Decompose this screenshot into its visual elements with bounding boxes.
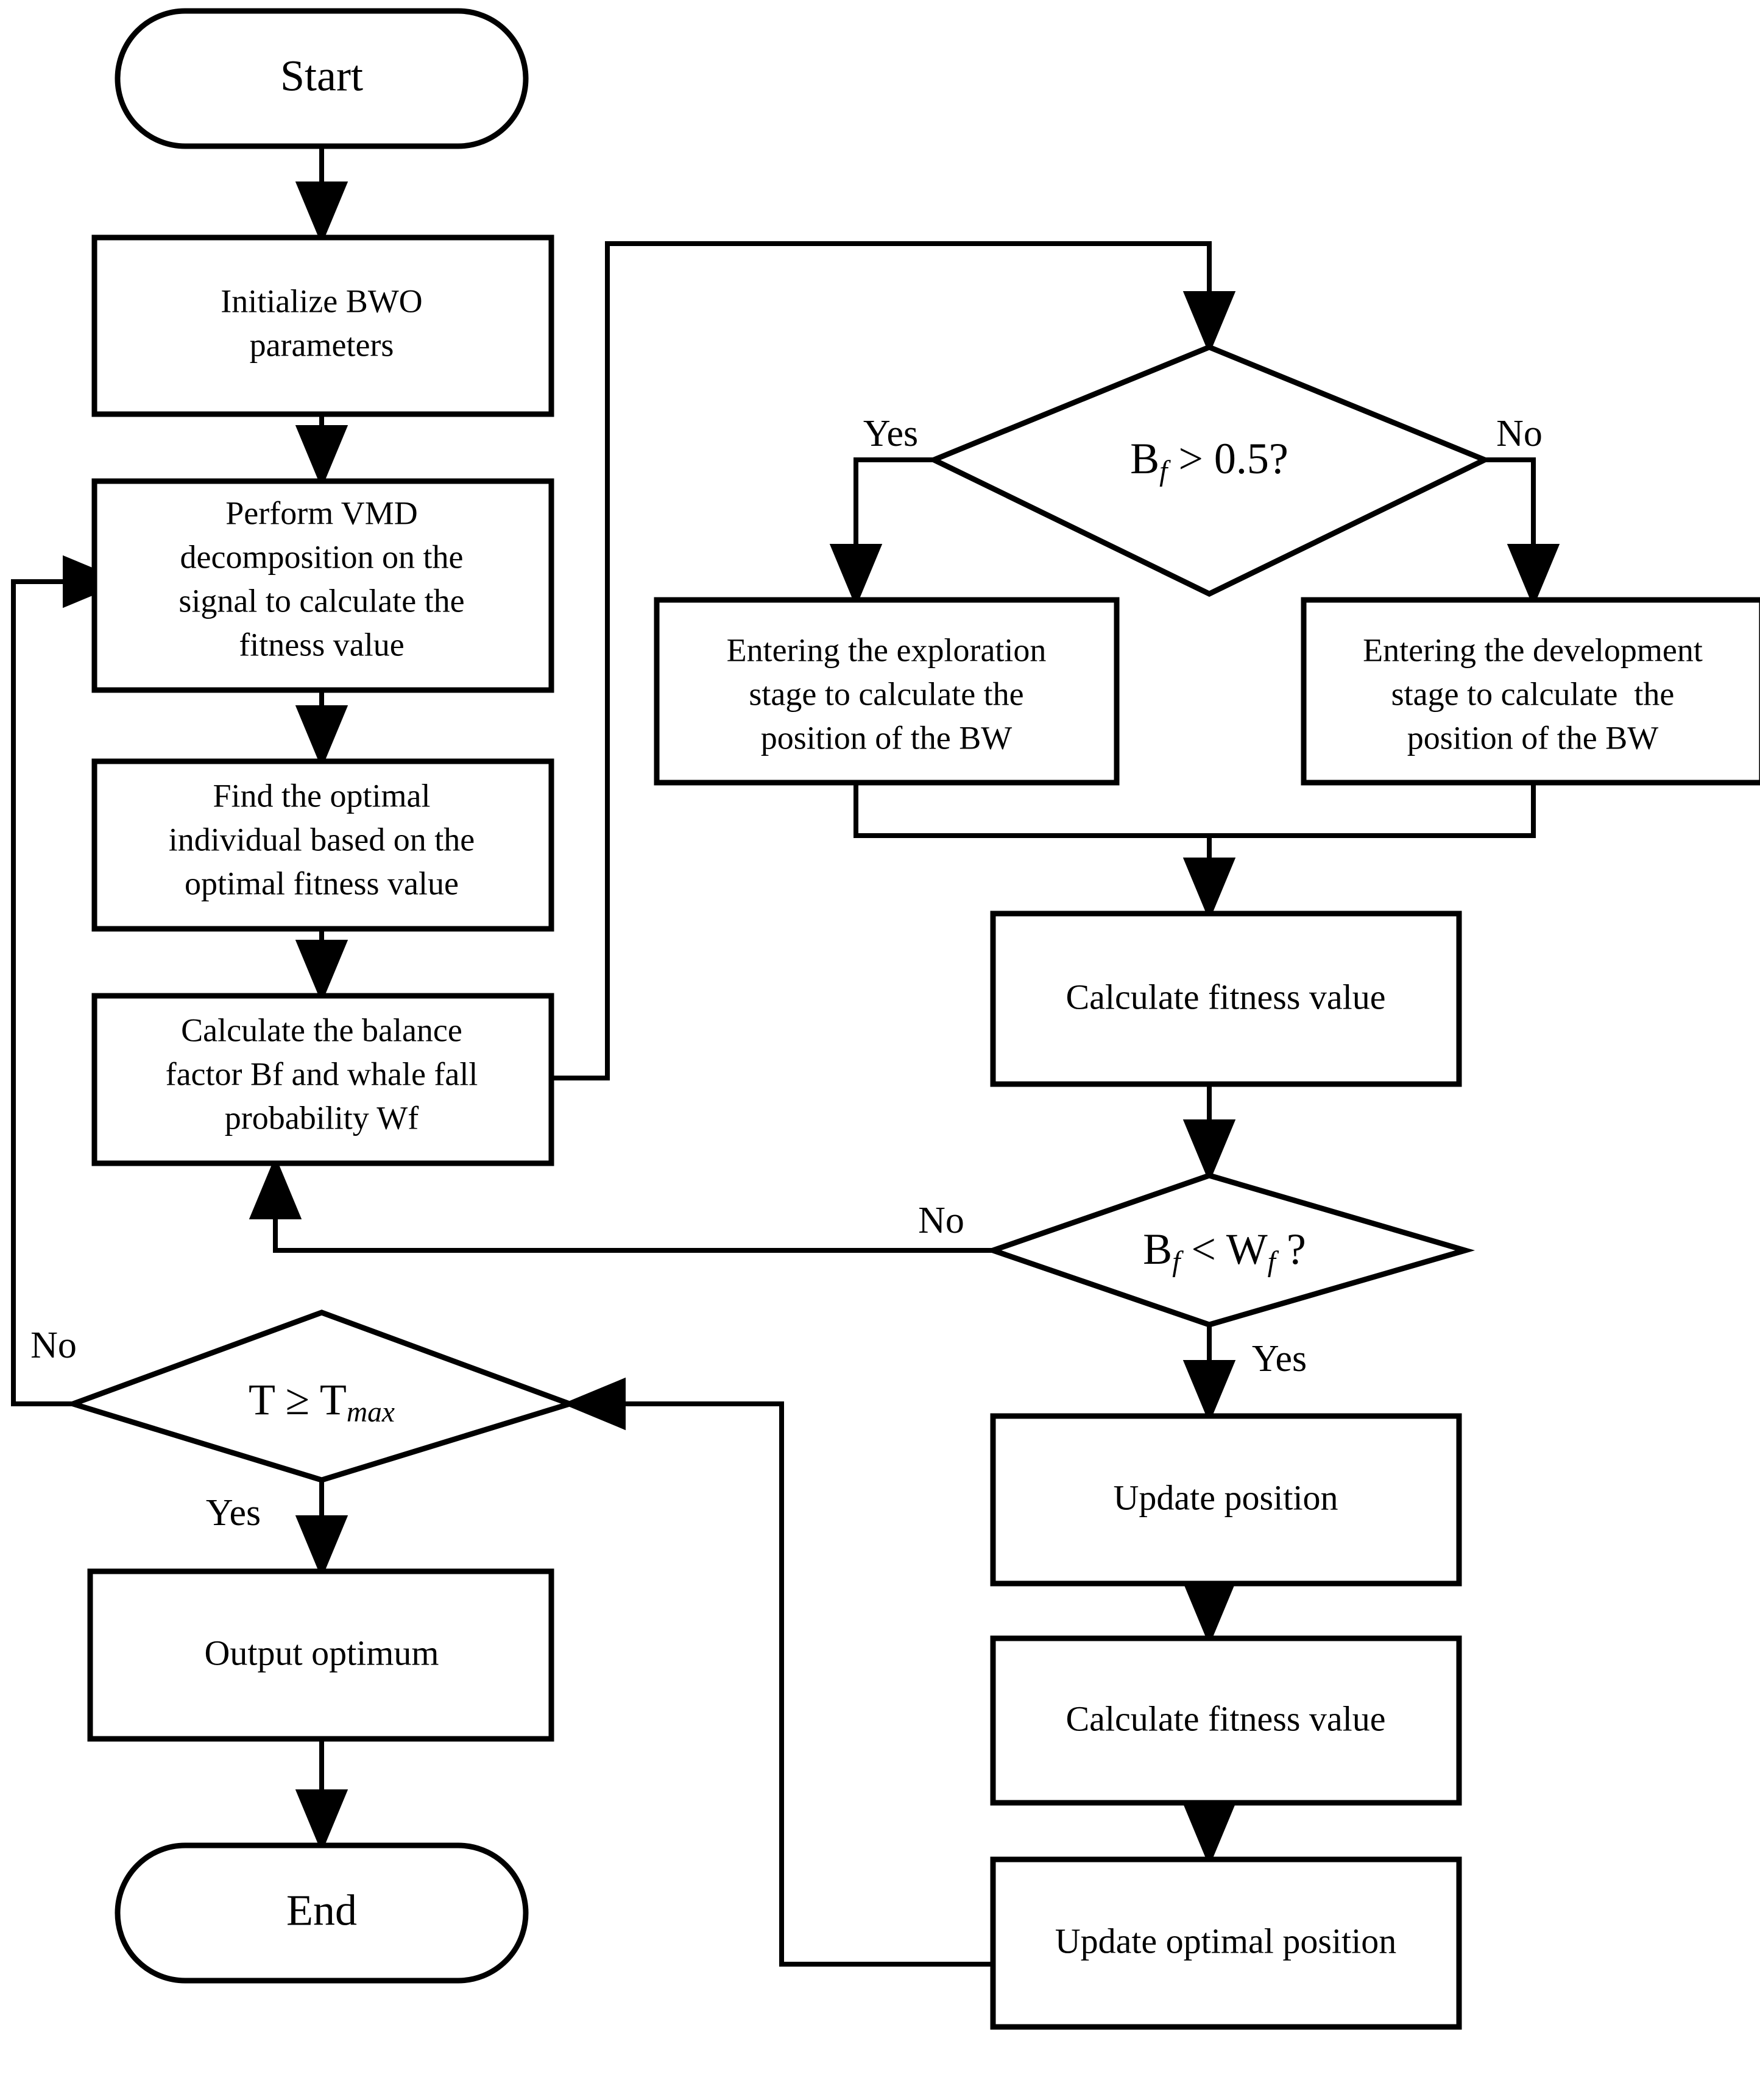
development-shape: [1301, 597, 1760, 786]
decision-tmax-shape: [64, 1309, 579, 1483]
decision-tmax-label: T ≥ Tmax: [249, 1375, 395, 1428]
node-calculate-fitness-value-2[interactable]: Calculate fitness value: [990, 1635, 1462, 1806]
start-label: Start: [280, 52, 363, 100]
development-label-line1: Entering the development: [1363, 632, 1703, 668]
vmd-label-line2: decomposition on the: [180, 538, 464, 575]
development-label-line3: position of the BW: [1407, 719, 1658, 756]
node-output-optimum[interactable]: Output optimum: [87, 1568, 554, 1742]
updateopt-label: Update optimal position: [1055, 1921, 1397, 1961]
edge-label-bfwf-yes: Yes: [1252, 1338, 1307, 1379]
edge-label-bf-no: No: [1496, 413, 1543, 454]
node-decision-t-geq-tmax[interactable]: T ≥ Tmax: [64, 1309, 579, 1483]
exploration-label-line2: stage to calculate the: [749, 675, 1023, 712]
decision-bfwf-label: Bf < Wf ?: [1143, 1225, 1306, 1278]
updatepos-shape: [990, 1413, 1462, 1587]
edge-updateopt-decision-tmax: [562, 1377, 993, 1967]
node-calculate-fitness-value-1[interactable]: Calculate fitness value: [990, 911, 1462, 1087]
updateopt-shape: [990, 1856, 1462, 2030]
output-shape: [87, 1568, 554, 1742]
connectors: [11, 146, 1560, 1967]
decision-bf-shape: [927, 344, 1492, 597]
updatepos-label: Update position: [1114, 1478, 1338, 1517]
findopt-label-line2: individual based on the: [169, 821, 475, 858]
edge-label-bfwf-no: No: [918, 1200, 964, 1241]
development-label-line2: stage to calculate the: [1391, 675, 1675, 712]
end-shape: [115, 1842, 529, 1984]
edge-exploration-merge: [853, 783, 1209, 838]
edge-label-tmax-no: No: [30, 1325, 77, 1366]
vmd-label-line4: fitness value: [239, 626, 404, 663]
node-decision-bf-less-wf[interactable]: Bf < Wf ?: [984, 1172, 1476, 1328]
balance-shape: [91, 993, 554, 1166]
edge-development-merge: [1209, 783, 1536, 838]
balance-label-line3: probability Wf: [225, 1099, 419, 1136]
decision-bfwf-shape: [984, 1172, 1476, 1328]
findopt-shape: [91, 758, 554, 932]
calcfit1-label: Calculate fitness value: [1066, 977, 1385, 1017]
start-shape: [115, 8, 529, 149]
exploration-label-line3: position of the BW: [761, 719, 1012, 756]
balance-label-line2: factor Bf and whale fall: [166, 1055, 478, 1092]
init-shape: [91, 234, 554, 417]
node-entering-exploration-stage[interactable]: Entering the exploration stage to calcul…: [654, 597, 1120, 786]
node-update-optimal-position[interactable]: Update optimal position: [990, 1856, 1462, 2030]
exploration-label-line1: Entering the exploration: [727, 632, 1047, 668]
balance-label-line1: Calculate the balance: [181, 1012, 462, 1048]
node-find-optimal-individual[interactable]: Find the optimal individual based on the…: [91, 758, 554, 932]
edge-balance-decision-bf: [553, 241, 1236, 1080]
edge-label-bf-yes: Yes: [863, 413, 918, 454]
node-initialize-bwo-parameters[interactable]: Initialize BWO parameters: [91, 234, 554, 417]
findopt-label-line1: Find the optimal: [213, 777, 431, 814]
node-decision-bf-greater-half[interactable]: Bf > 0.5?: [927, 344, 1492, 597]
output-label: Output optimum: [204, 1633, 439, 1672]
calcfit2-label: Calculate fitness value: [1066, 1699, 1385, 1738]
init-label-line1: Initialize BWO: [221, 283, 422, 319]
exploration-shape: [654, 597, 1120, 786]
edge-decision-bf-no: [1485, 457, 1560, 607]
vmd-shape: [91, 478, 554, 693]
end-label: End: [286, 1886, 357, 1935]
node-start[interactable]: Start: [115, 8, 529, 149]
edge-decision-bfwf-no: [249, 1156, 993, 1253]
node-update-position[interactable]: Update position: [990, 1413, 1462, 1587]
node-calculate-balance-factor[interactable]: Calculate the balance factor Bf and whal…: [91, 993, 554, 1166]
vmd-label-line1: Perform VMD: [225, 495, 417, 531]
calcfit2-shape: [990, 1635, 1462, 1806]
node-entering-development-stage[interactable]: Entering the development stage to calcul…: [1301, 597, 1760, 786]
init-label-line2: parameters: [250, 326, 394, 363]
decision-bf-label: Bf > 0.5?: [1130, 434, 1288, 487]
calcfit1-shape: [990, 911, 1462, 1087]
findopt-label-line3: optimal fitness value: [185, 865, 459, 901]
edge-decision-tmax-no: [11, 555, 126, 1406]
vmd-label-line3: signal to calculate the: [178, 582, 464, 619]
node-perform-vmd-decomposition[interactable]: Perform VMD decomposition on the signal …: [91, 478, 554, 693]
edge-decision-bf-yes: [829, 457, 934, 607]
edge-label-tmax-yes: Yes: [206, 1492, 261, 1534]
node-end[interactable]: End: [115, 1842, 529, 1984]
